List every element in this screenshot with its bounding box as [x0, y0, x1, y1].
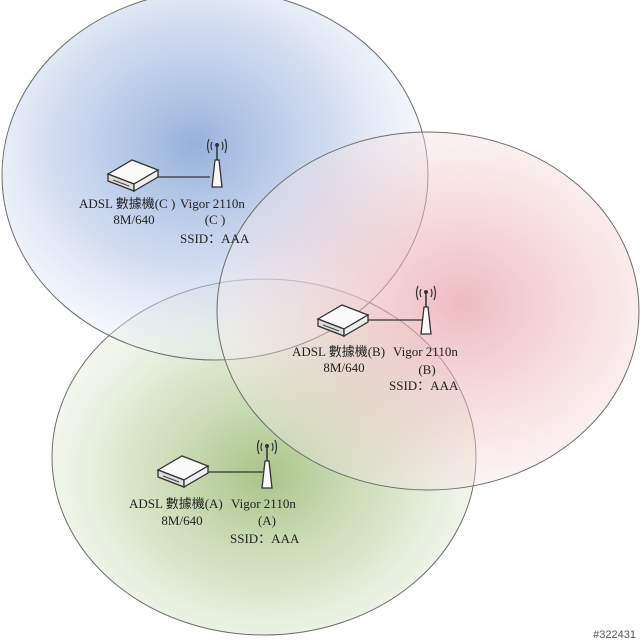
router-a-id: (A) [257, 513, 277, 528]
router-c-icon [206, 138, 228, 188]
router-c-label: Vigor 2110n [180, 196, 245, 211]
router-a-icon [256, 439, 278, 489]
ssid-c: SSID：AAA [180, 231, 250, 246]
modem-a-icon [156, 455, 210, 489]
modem-a-label: ADSL 數據機(A) [129, 496, 223, 511]
router-c-id: (C ) [204, 212, 226, 227]
modem-a-speed: 8M/640 [161, 513, 203, 528]
watermark: #322431 [593, 629, 636, 641]
modem-c-speed: 8M/640 [113, 212, 155, 227]
router-a-label: Vigor 2110n [231, 496, 296, 511]
modem-c-label: ADSL 數據機(C ) [79, 196, 176, 211]
modem-c-icon [106, 159, 160, 193]
ssid-a: SSID：AAA [230, 531, 300, 546]
ssid-b: SSID：AAA [389, 378, 459, 393]
router-b-icon [415, 285, 437, 335]
router-b-label: Vigor 2110n [393, 344, 458, 359]
modem-b-speed: 8M/640 [323, 360, 365, 375]
modem-b-icon [316, 304, 370, 338]
modem-b-label: ADSL 數據機(B) [292, 344, 386, 359]
router-b-id: (B) [418, 362, 436, 377]
